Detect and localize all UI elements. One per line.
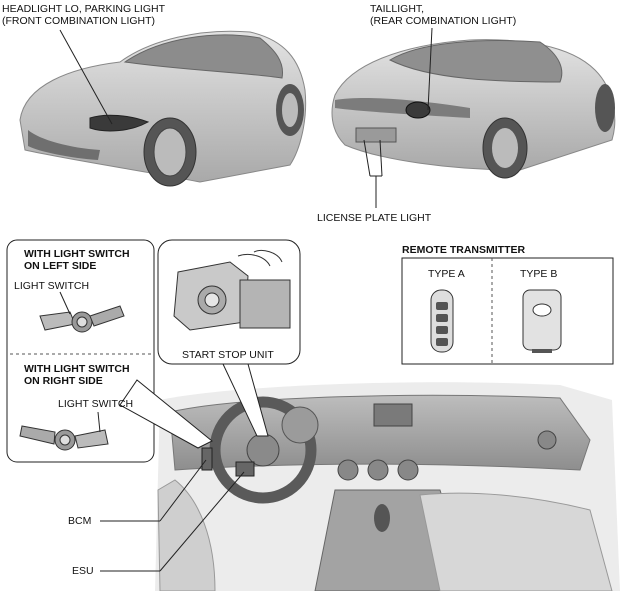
type-b-label: TYPE B xyxy=(520,268,558,280)
front-car xyxy=(19,30,307,187)
interior xyxy=(155,382,620,591)
pointer-callouts xyxy=(119,363,269,449)
leader-lines-bottom xyxy=(100,459,245,572)
rear-car xyxy=(331,39,616,179)
esu-label: ESU xyxy=(72,565,94,577)
light-switch-left-label: LIGHT SWITCH xyxy=(14,280,90,292)
right-side-heading-line2: ON RIGHT SIDE xyxy=(24,375,103,387)
headlight-label-line2: (FRONT COMBINATION LIGHT) xyxy=(2,15,156,27)
light-switch-box xyxy=(6,239,155,463)
right-side-heading-line1: WITH LIGHT SWITCH xyxy=(24,363,130,375)
start-stop-illustration xyxy=(173,249,291,331)
light-switch-left-illustration xyxy=(39,291,125,333)
bcm-label: BCM xyxy=(68,515,92,527)
type-a-label: TYPE A xyxy=(428,268,465,280)
license-plate-label: LICENSE PLATE LIGHT xyxy=(317,212,432,224)
left-side-heading: WITH LIGHT SWITCH ON LEFT SIDE xyxy=(24,248,130,272)
leader-lines-top xyxy=(59,27,433,208)
start-stop-label: START STOP UNIT xyxy=(182,349,274,361)
taillight-label-line1: TAILLIGHT, xyxy=(370,3,425,15)
left-side-heading-line2: ON LEFT SIDE xyxy=(24,260,97,272)
remote-title: REMOTE TRANSMITTER xyxy=(402,244,526,256)
taillight-label: TAILLIGHT, (REAR COMBINATION LIGHT) xyxy=(370,3,516,27)
taillight-label-line2: (REAR COMBINATION LIGHT) xyxy=(370,15,517,27)
headlight-label-line1: HEADLIGHT LO, PARKING LIGHT xyxy=(2,3,165,15)
headlight-label: HEADLIGHT LO, PARKING LIGHT (FRONT COMBI… xyxy=(2,3,165,27)
remote-type-b-illustration xyxy=(522,289,562,353)
left-side-heading-line1: WITH LIGHT SWITCH xyxy=(24,248,130,260)
remote-type-a-illustration xyxy=(430,289,454,353)
right-side-heading: WITH LIGHT SWITCH ON RIGHT SIDE xyxy=(24,363,130,387)
light-switch-right-illustration xyxy=(19,411,109,451)
light-switch-right-label: LIGHT SWITCH xyxy=(58,398,134,410)
